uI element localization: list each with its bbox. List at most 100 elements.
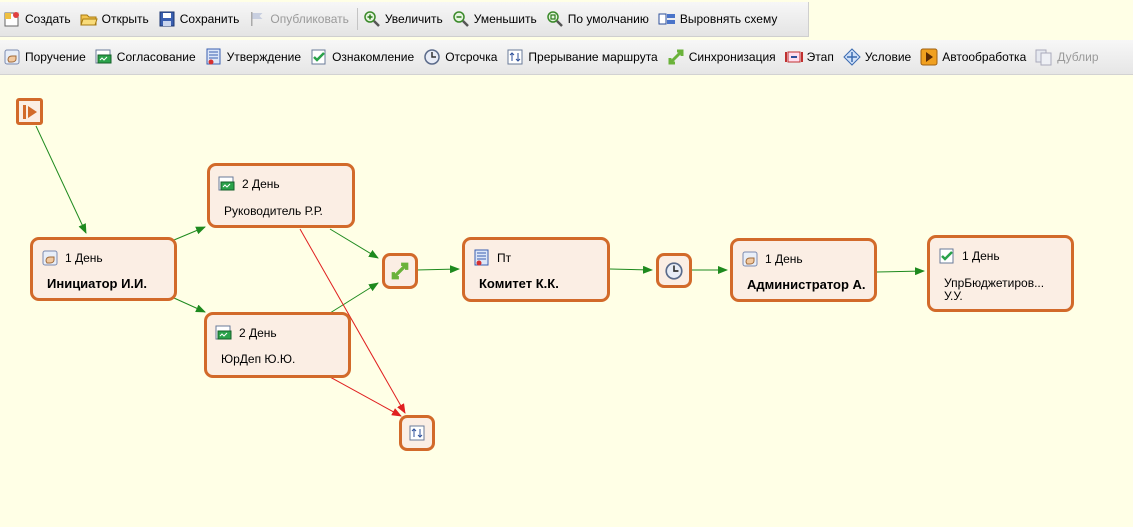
play-icon [920, 48, 938, 66]
node-legal[interactable]: 2 День ЮрДеп Ю.Ю. [204, 312, 351, 378]
condition-button[interactable]: Условие [840, 44, 917, 70]
node-title: Администратор А. [747, 277, 866, 292]
route-break-icon [507, 49, 523, 65]
node-title: Инициатор И.И. [47, 276, 148, 291]
checkmark-doc-icon [939, 248, 954, 264]
node-committee[interactable]: Пт Комитет К.К. [462, 237, 610, 302]
sync-arrow-icon [668, 49, 684, 65]
stage-button[interactable]: Этап [782, 44, 840, 70]
clock-icon [665, 261, 683, 280]
route-break-icon [409, 425, 425, 441]
publish-button[interactable]: Опубликовать [245, 6, 354, 32]
edge-committee-to-delay[interactable] [609, 265, 653, 274]
node-budget[interactable]: 1 День УпрБюджетиров... У.У. [927, 235, 1074, 312]
main-toolbar: Создать Открыть Сохранить Опубликовать У… [0, 2, 809, 37]
node-duration: 1 День [962, 249, 1000, 263]
node-duration: 2 День [239, 326, 277, 340]
floppy-disk-icon [159, 11, 175, 27]
edge-legal-reject[interactable] [329, 376, 402, 417]
create-icon [4, 12, 19, 27]
approval-icon [215, 325, 232, 340]
hand-pointer-icon [42, 250, 58, 266]
route-break-node[interactable] [399, 415, 435, 451]
save-button[interactable]: Сохранить [155, 6, 246, 32]
node-duration: 2 День [242, 177, 280, 191]
edge-initiator-to-legal[interactable] [173, 297, 206, 313]
stage-icon [784, 51, 803, 63]
node-duration: Пт [497, 251, 512, 265]
start-node[interactable] [16, 98, 43, 125]
approval-icon [218, 176, 235, 191]
sync-arrow-icon [391, 262, 409, 280]
flag-icon [251, 12, 263, 26]
duplicate-button[interactable]: Дублир [1032, 44, 1104, 70]
autoprocess-label: Автообработка [942, 50, 1027, 64]
confirmation-icon [206, 48, 221, 65]
align-grid-icon [658, 13, 675, 25]
edge-head-to-sync[interactable] [329, 228, 379, 259]
delay-button[interactable]: Отсрочка [420, 44, 503, 70]
open-button[interactable]: Открыть [77, 6, 155, 32]
clock-icon [424, 49, 440, 65]
checkmark-doc-icon [311, 49, 326, 65]
edge-sync-to-committee[interactable] [415, 265, 460, 274]
approval-icon [95, 49, 112, 64]
zoom-default-label: По умолчанию [567, 12, 649, 26]
zoom-out-button[interactable]: Уменьшить [449, 6, 543, 32]
zoom-out-icon [452, 11, 469, 27]
confirmation-icon [474, 249, 489, 266]
zoom-in-label: Увеличить [384, 12, 443, 26]
route-break-label: Прерывание маршрута [528, 50, 658, 64]
node-duration: 1 День [765, 252, 803, 266]
zoom-reset-icon [546, 11, 563, 27]
zoom-default-button[interactable]: По умолчанию [543, 6, 655, 32]
sync-button[interactable]: Синхронизация [664, 44, 782, 70]
autoprocess-button[interactable]: Автообработка [917, 44, 1032, 70]
duplicate-label: Дублир [1057, 50, 1099, 64]
zoom-in-button[interactable]: Увеличить [360, 6, 449, 32]
route-break-button[interactable]: Прерывание маршрута [503, 44, 663, 70]
edge-head-reject[interactable] [299, 228, 406, 414]
node-initiator[interactable]: 1 День Инициатор И.И. [30, 237, 177, 301]
sync-node[interactable] [382, 253, 418, 289]
node-title-line1: УпрБюджетиров... [944, 276, 1045, 290]
edge-initiator-to-head[interactable] [173, 226, 206, 241]
start-arrow-icon [22, 104, 37, 119]
zoom-in-icon [364, 11, 380, 27]
delay-node[interactable] [656, 253, 692, 288]
approval-label: Согласование [116, 50, 196, 64]
approval-button[interactable]: Согласование [92, 44, 202, 70]
node-title-line2: У.У. [944, 289, 963, 303]
node-title: ЮрДеп Ю.Ю. [221, 352, 296, 366]
edge-legal-to-sync[interactable] [329, 282, 379, 314]
edge-admin-to-budget[interactable] [875, 267, 925, 276]
save-label: Сохранить [179, 12, 240, 26]
node-admin[interactable]: 1 День Администратор А. [730, 238, 877, 302]
node-title: Руководитель Р.Р. [224, 204, 323, 218]
acquaint-button[interactable]: Ознакомление [307, 44, 420, 70]
folder-open-icon [79, 14, 98, 26]
create-label: Создать [25, 12, 71, 26]
condition-label: Условие [864, 50, 912, 64]
hand-pointer-icon [4, 49, 20, 65]
create-button[interactable]: Создать [0, 6, 77, 32]
zoom-out-label: Уменьшить [473, 12, 537, 26]
assignment-label: Поручение [25, 50, 86, 64]
stage-label: Этап [806, 50, 834, 64]
duplicate-icon [1035, 49, 1052, 66]
edge-start-to-initiator[interactable] [35, 125, 87, 234]
blocks-toolbar: Поручение Согласование Утверждение Ознак… [0, 40, 1133, 75]
align-button[interactable]: Выровнять схему [655, 6, 783, 32]
publish-label: Опубликовать [270, 12, 349, 26]
confirmation-button[interactable]: Утверждение [202, 44, 307, 70]
toolbar-separator [356, 8, 358, 30]
sync-label: Синхронизация [688, 50, 776, 64]
align-label: Выровнять схему [679, 12, 778, 26]
assignment-button[interactable]: Поручение [0, 44, 92, 70]
node-title: Комитет К.К. [479, 276, 559, 291]
node-duration: 1 День [65, 251, 103, 265]
node-head[interactable]: 2 День Руководитель Р.Р. [207, 163, 355, 228]
condition-icon [843, 48, 861, 66]
confirmation-label: Утверждение [226, 50, 302, 64]
